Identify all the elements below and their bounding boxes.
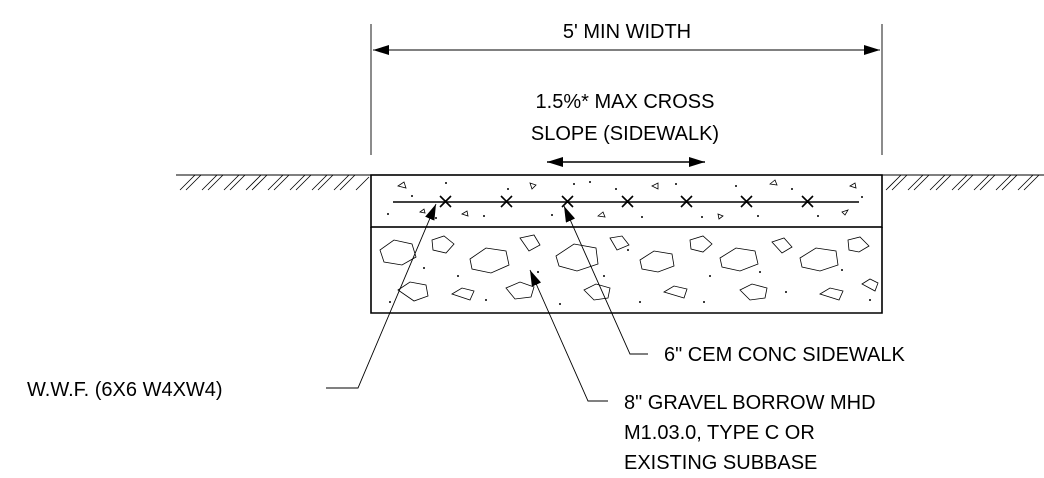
existing-ground: [176, 174, 1044, 191]
concrete-stipple: [397, 179, 857, 220]
gravel-label-line2: M1.03.0, TYPE C OR: [624, 422, 815, 444]
concrete-slab: [370, 174, 883, 228]
subbase-outline: [370, 227, 883, 314]
leaders: [326, 203, 648, 402]
slab-outline: [370, 174, 883, 228]
wwf-cross: [439, 195, 814, 208]
width-dimension: 5' MIN WIDTH: [370, 21, 883, 155]
gravel-subbase: [370, 227, 883, 314]
callout-labels: W.W.F. (6X6 W4XW4) 6" CEM CONC SIDEWALK …: [27, 344, 906, 474]
concrete-dots: [387, 181, 863, 219]
sidewalk-label: 6" CEM CONC SIDEWALK: [664, 344, 906, 366]
wwf-label: W.W.F. (6X6 W4XW4): [27, 379, 223, 401]
cross-slope-note: 1.5%* MAX CROSS SLOPE (SIDEWALK): [531, 91, 719, 167]
width-label: 5' MIN WIDTH: [563, 21, 691, 43]
gravel-stones: [379, 234, 879, 302]
slope-label-line1: 1.5%* MAX CROSS: [536, 91, 715, 113]
earth-hatch-left: [179, 174, 370, 191]
gravel-dots: [389, 249, 871, 305]
sidewalk-leader: [563, 205, 648, 355]
earth-hatch-right: [885, 174, 1040, 191]
wwf-leader: [326, 203, 437, 389]
wwf-crosses: [439, 195, 814, 208]
gravel-label-line3: EXISTING SUBBASE: [624, 452, 817, 474]
gravel-label-line1: 8" GRAVEL BORROW MHD: [624, 392, 876, 414]
gravel-leader: [529, 269, 608, 402]
slope-label-line2: SLOPE (SIDEWALK): [531, 123, 719, 145]
